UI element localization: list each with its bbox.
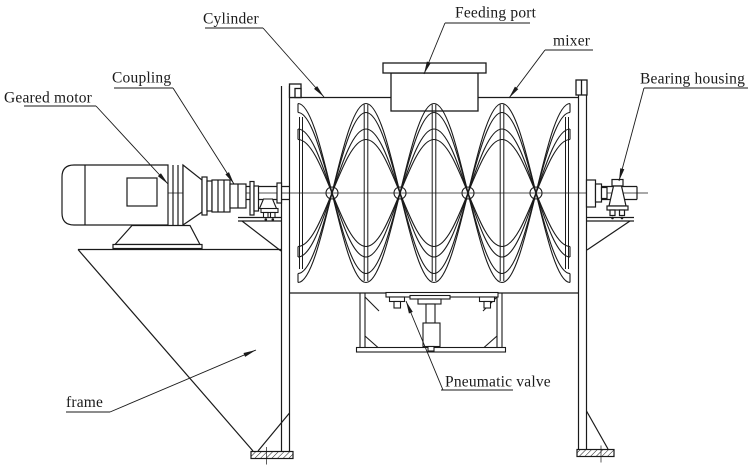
inboard-bearing-pedestal [258, 198, 279, 221]
pneumatic-valve [385, 291, 499, 352]
motor-terminal-box [126, 177, 158, 207]
shaft-hub [529, 186, 543, 200]
feeding-port [382, 62, 487, 112]
feeding-port-flange [382, 62, 487, 74]
drive-train-left [61, 163, 290, 250]
label-mixer: mixer [553, 33, 591, 50]
frame-leader [109, 349, 257, 413]
shaft-hub [325, 186, 339, 200]
pneumatic-valve-leader [405, 300, 444, 391]
motor-pedestal [112, 224, 203, 250]
valve-actuator [422, 322, 441, 348]
label-bearing-housing: Bearing housing [640, 71, 745, 88]
frame-structure [77, 86, 634, 465]
geared-motor [61, 163, 203, 227]
shaft-hub [393, 186, 407, 200]
mixer-leader [508, 49, 546, 99]
drive-train-right [585, 178, 638, 220]
ribbon-spokes [299, 104, 569, 281]
label-coupling: Coupling [112, 70, 171, 87]
label-cylinder: Cylinder [203, 11, 259, 28]
label-frame: frame [66, 394, 103, 411]
label-geared-motor: Geared motor [4, 90, 93, 107]
coupling [201, 176, 283, 216]
leader-lines [24, 22, 748, 413]
cylinder-body [288, 79, 588, 294]
geared-motor-leader [95, 105, 169, 185]
part-labels: Cylinder Feeding port mixer Bearing hous… [4, 5, 745, 412]
label-feeding-port: Feeding port [455, 5, 537, 22]
label-pneumatic-valve: Pneumatic valve [445, 374, 551, 391]
bearing-housing-leader [618, 87, 645, 182]
shaft-hub [461, 186, 475, 200]
coupling-leader [172, 87, 235, 185]
bearing-housing [606, 178, 629, 220]
mixer-ribbon [297, 102, 571, 284]
feeding-port-leader [423, 22, 446, 75]
left-foot-pad [250, 450, 294, 460]
cylinder-leader [262, 27, 325, 98]
right-foot-pad [576, 448, 615, 458]
feeding-port-neck [390, 72, 479, 112]
discharge-assembly [355, 291, 507, 353]
